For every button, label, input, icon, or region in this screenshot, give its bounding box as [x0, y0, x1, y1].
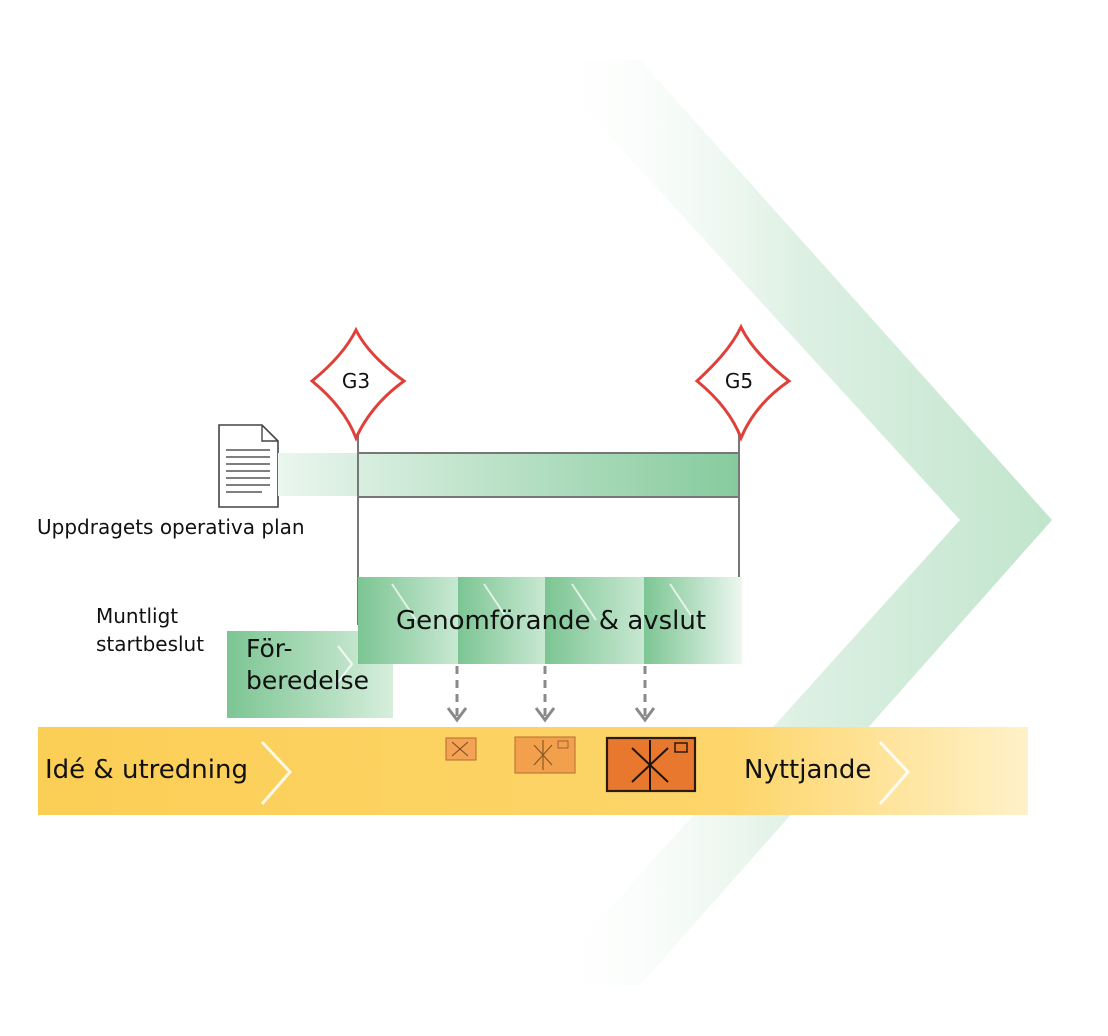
prep-chevron-icon — [337, 645, 354, 683]
timeline-chevron-icon — [260, 740, 293, 805]
benefit-phase-label: Nyttjande — [744, 755, 872, 785]
execution-label: Genomförande & avslut — [396, 606, 707, 636]
operative-plan-bar — [278, 453, 739, 496]
medium-package-icon — [514, 736, 576, 774]
preparation-line2: beredelse — [246, 666, 369, 695]
gate-g3-label: G3 — [341, 369, 371, 393]
document-label: Uppdragets operativa plan — [37, 515, 305, 539]
gate-g3-icon — [309, 326, 407, 442]
gate-g5-label: G5 — [724, 369, 754, 393]
gate-g5-icon — [694, 323, 792, 443]
delivery-arrow-icon — [634, 666, 656, 723]
timeline-chevron-icon — [878, 740, 911, 805]
document-icon — [218, 424, 279, 508]
background-chevron — [540, 60, 1052, 985]
start-decision-line2: startbeslut — [96, 632, 205, 656]
large-package-icon — [605, 736, 697, 793]
preparation-line1: För- — [246, 634, 293, 663]
execution-block — [358, 577, 742, 664]
small-package-icon — [445, 737, 477, 761]
idea-phase-label: Idé & utredning — [45, 755, 248, 785]
delivery-arrow-icon — [446, 666, 468, 723]
start-decision-line1: Muntligt — [96, 604, 179, 628]
delivery-arrow-icon — [534, 666, 556, 723]
preparation-label: För- beredelse — [246, 633, 369, 697]
start-decision-label: Muntligt startbeslut — [96, 602, 204, 658]
